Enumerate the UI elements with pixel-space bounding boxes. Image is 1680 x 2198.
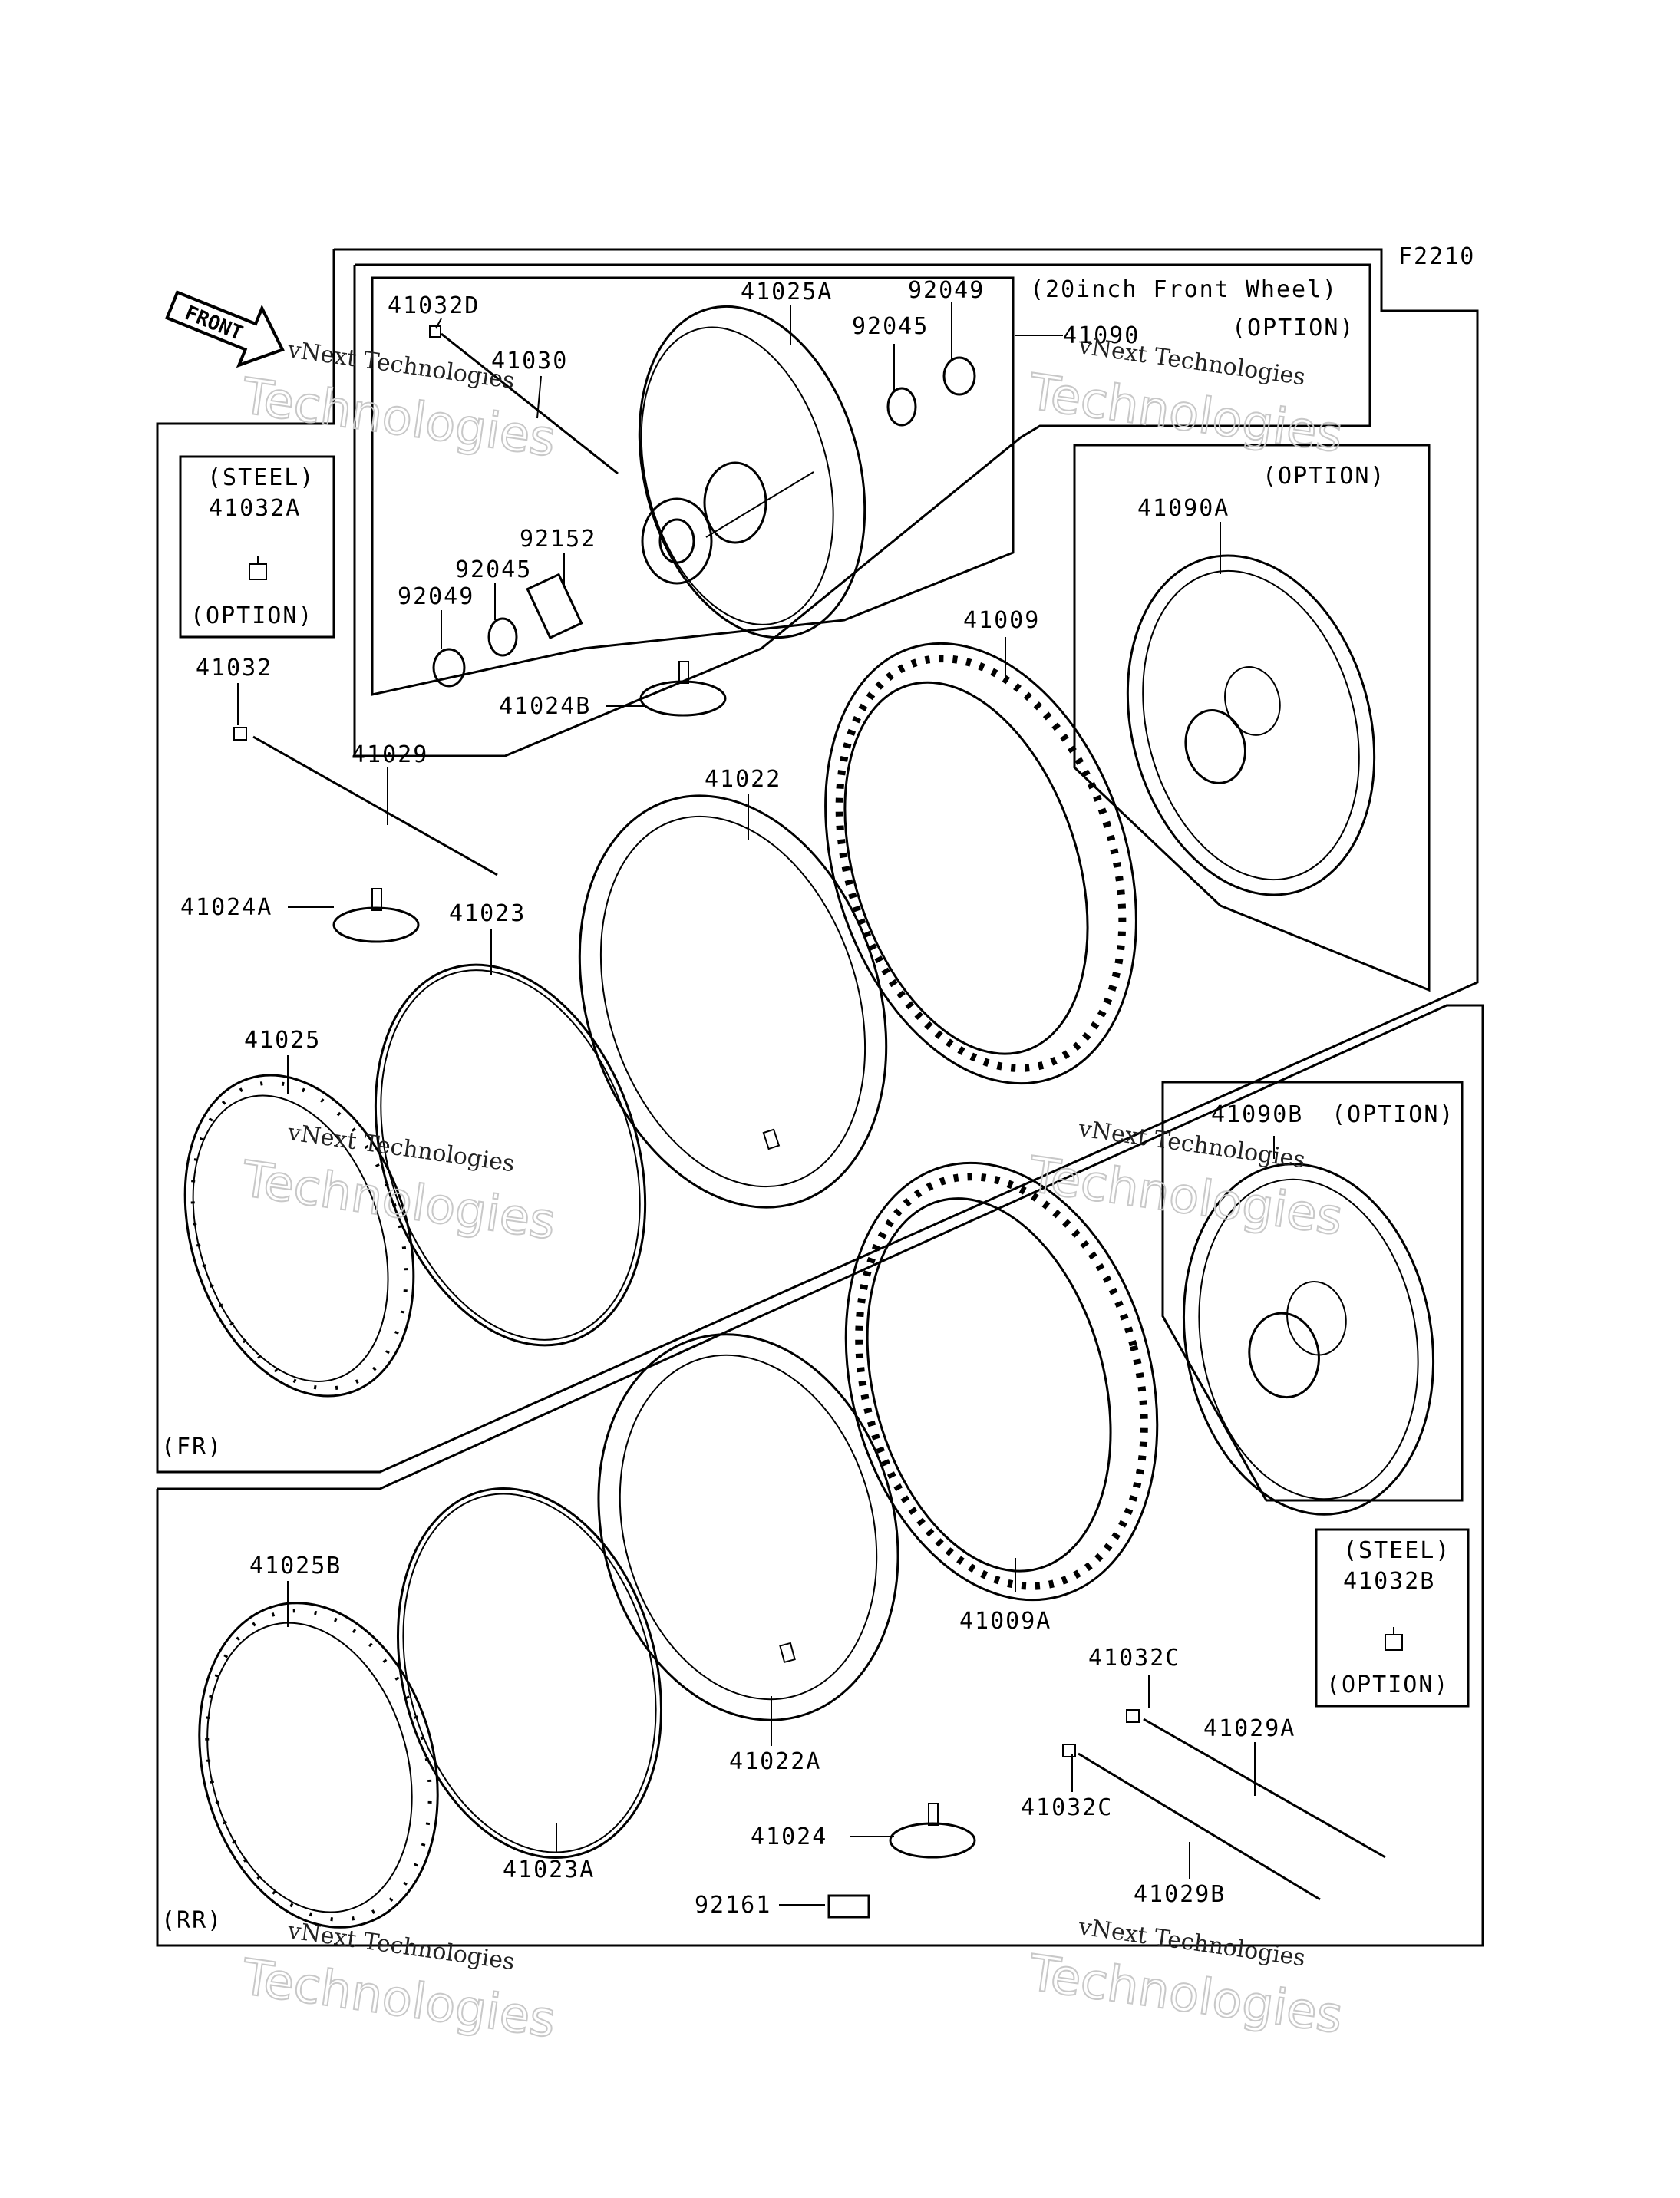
label-41023: 41023 bbox=[449, 900, 526, 927]
front-tire bbox=[824, 642, 1137, 1085]
rim-lock-41024a bbox=[332, 888, 420, 943]
label-41029: 41029 bbox=[352, 741, 428, 768]
label-41022a: 41022A bbox=[729, 1748, 821, 1775]
weight-92161 bbox=[827, 1894, 870, 1919]
label-41030: 41030 bbox=[491, 348, 568, 375]
figure-code: F2210 bbox=[1398, 243, 1475, 270]
option-20inch-subtitle: (OPTION) bbox=[1232, 315, 1355, 342]
front-hub bbox=[641, 461, 814, 585]
steel-box-a-line1: (STEEL) bbox=[207, 464, 315, 491]
label-92045-top: 92045 bbox=[852, 313, 929, 340]
tube-41022a bbox=[597, 1333, 899, 1721]
label-41025b: 41025B bbox=[249, 1553, 342, 1579]
steel-box-b-line3: (OPTION) bbox=[1326, 1672, 1450, 1698]
label-92045-bot: 92045 bbox=[455, 556, 532, 583]
label-41009: 41009 bbox=[963, 607, 1040, 634]
section-label-front: (FR) bbox=[161, 1434, 223, 1460]
wheel-41090b bbox=[1182, 1163, 1435, 1516]
label-41024b: 41024B bbox=[499, 693, 591, 720]
nipple-41032 bbox=[233, 727, 247, 741]
label-41032: 41032 bbox=[196, 655, 272, 682]
rim-41025 bbox=[183, 1074, 415, 1398]
option-box-41090b bbox=[1161, 1081, 1464, 1502]
label-92161: 92161 bbox=[695, 1892, 771, 1919]
watermark: vNext Technologies Technologies bbox=[1024, 332, 1346, 465]
front-arrow-icon: FRONT bbox=[165, 290, 285, 368]
nipple-41032c-b bbox=[1062, 1744, 1076, 1757]
seal-92049-top bbox=[942, 356, 976, 396]
watermark: vNext Technologies Technologies bbox=[1024, 1115, 1346, 1248]
label-41024: 41024 bbox=[751, 1823, 827, 1850]
label-41090a: 41090A bbox=[1137, 495, 1229, 522]
spoke-41029a bbox=[1143, 1718, 1386, 1859]
seal-92049-bot bbox=[432, 648, 466, 688]
rim-band-41023a bbox=[396, 1487, 663, 1859]
label-41029b: 41029B bbox=[1134, 1881, 1226, 1908]
label-41029a: 41029A bbox=[1203, 1715, 1295, 1742]
steel-box-b-part: 41032B bbox=[1343, 1568, 1435, 1595]
rim-band-41023 bbox=[374, 963, 647, 1347]
label-41023a: 41023A bbox=[503, 1856, 595, 1883]
option-box-41090a bbox=[1073, 444, 1431, 992]
label-41032c-a: 41032C bbox=[1088, 1645, 1180, 1672]
collar-92152 bbox=[526, 573, 583, 640]
steel-box-a bbox=[179, 455, 335, 639]
bearing-92045-top bbox=[886, 387, 917, 427]
steel-box-a-line3: (OPTION) bbox=[190, 602, 314, 629]
option-label-a: (OPTION) bbox=[1262, 463, 1386, 490]
rim-41025b bbox=[198, 1602, 439, 1929]
label-92049-bot: 92049 bbox=[398, 583, 474, 610]
rim-lock-41024b bbox=[639, 661, 727, 717]
label-41032d: 41032D bbox=[388, 292, 480, 319]
tube-41022 bbox=[578, 794, 888, 1209]
section-label-rear: (RR) bbox=[161, 1907, 223, 1934]
option-20inch-title: (20inch Front Wheel) bbox=[1030, 276, 1338, 303]
bearing-92045-bot bbox=[487, 617, 518, 657]
label-41090: 41090 bbox=[1063, 322, 1140, 349]
steel-box-a-part: 41032A bbox=[209, 495, 301, 522]
label-41090b: 41090B bbox=[1211, 1101, 1303, 1128]
spoke-41029 bbox=[252, 735, 498, 876]
watermark: vNext Technologies Technologies bbox=[237, 1917, 559, 2050]
option-frame-20inch bbox=[353, 263, 1371, 757]
wheel-41090a bbox=[1126, 554, 1376, 896]
rear-tire bbox=[844, 1161, 1159, 1602]
rim-20inch bbox=[638, 305, 866, 639]
label-41032c-b: 41032C bbox=[1021, 1794, 1113, 1821]
rear-section-frame bbox=[156, 1004, 1484, 1947]
option-label-b: (OPTION) bbox=[1332, 1101, 1455, 1128]
label-92049-top: 92049 bbox=[908, 277, 985, 304]
watermark: vNext Technologies Technologies bbox=[1024, 1913, 1346, 2046]
label-41025: 41025 bbox=[244, 1027, 321, 1054]
nipple-41032c-a bbox=[1126, 1709, 1140, 1723]
nipple-icon bbox=[249, 556, 267, 580]
steel-box-b bbox=[1315, 1528, 1470, 1708]
label-41022: 41022 bbox=[705, 766, 781, 793]
label-41009a: 41009A bbox=[959, 1608, 1051, 1635]
leader-lines bbox=[237, 302, 1275, 1906]
label-41024a: 41024A bbox=[180, 894, 272, 921]
nipple-41032d bbox=[429, 325, 441, 338]
spoke-41029b bbox=[1078, 1752, 1321, 1901]
watermark: vNext Technologies Technologies bbox=[237, 1119, 559, 1252]
label-41025a: 41025A bbox=[741, 279, 833, 305]
rim-lock-41024 bbox=[889, 1803, 976, 1859]
spoke-41030 bbox=[441, 332, 619, 475]
front-section-frame bbox=[156, 248, 1479, 1474]
label-92152: 92152 bbox=[520, 526, 596, 553]
nipple-icon bbox=[1385, 1627, 1403, 1651]
steel-box-b-line1: (STEEL) bbox=[1343, 1537, 1451, 1564]
